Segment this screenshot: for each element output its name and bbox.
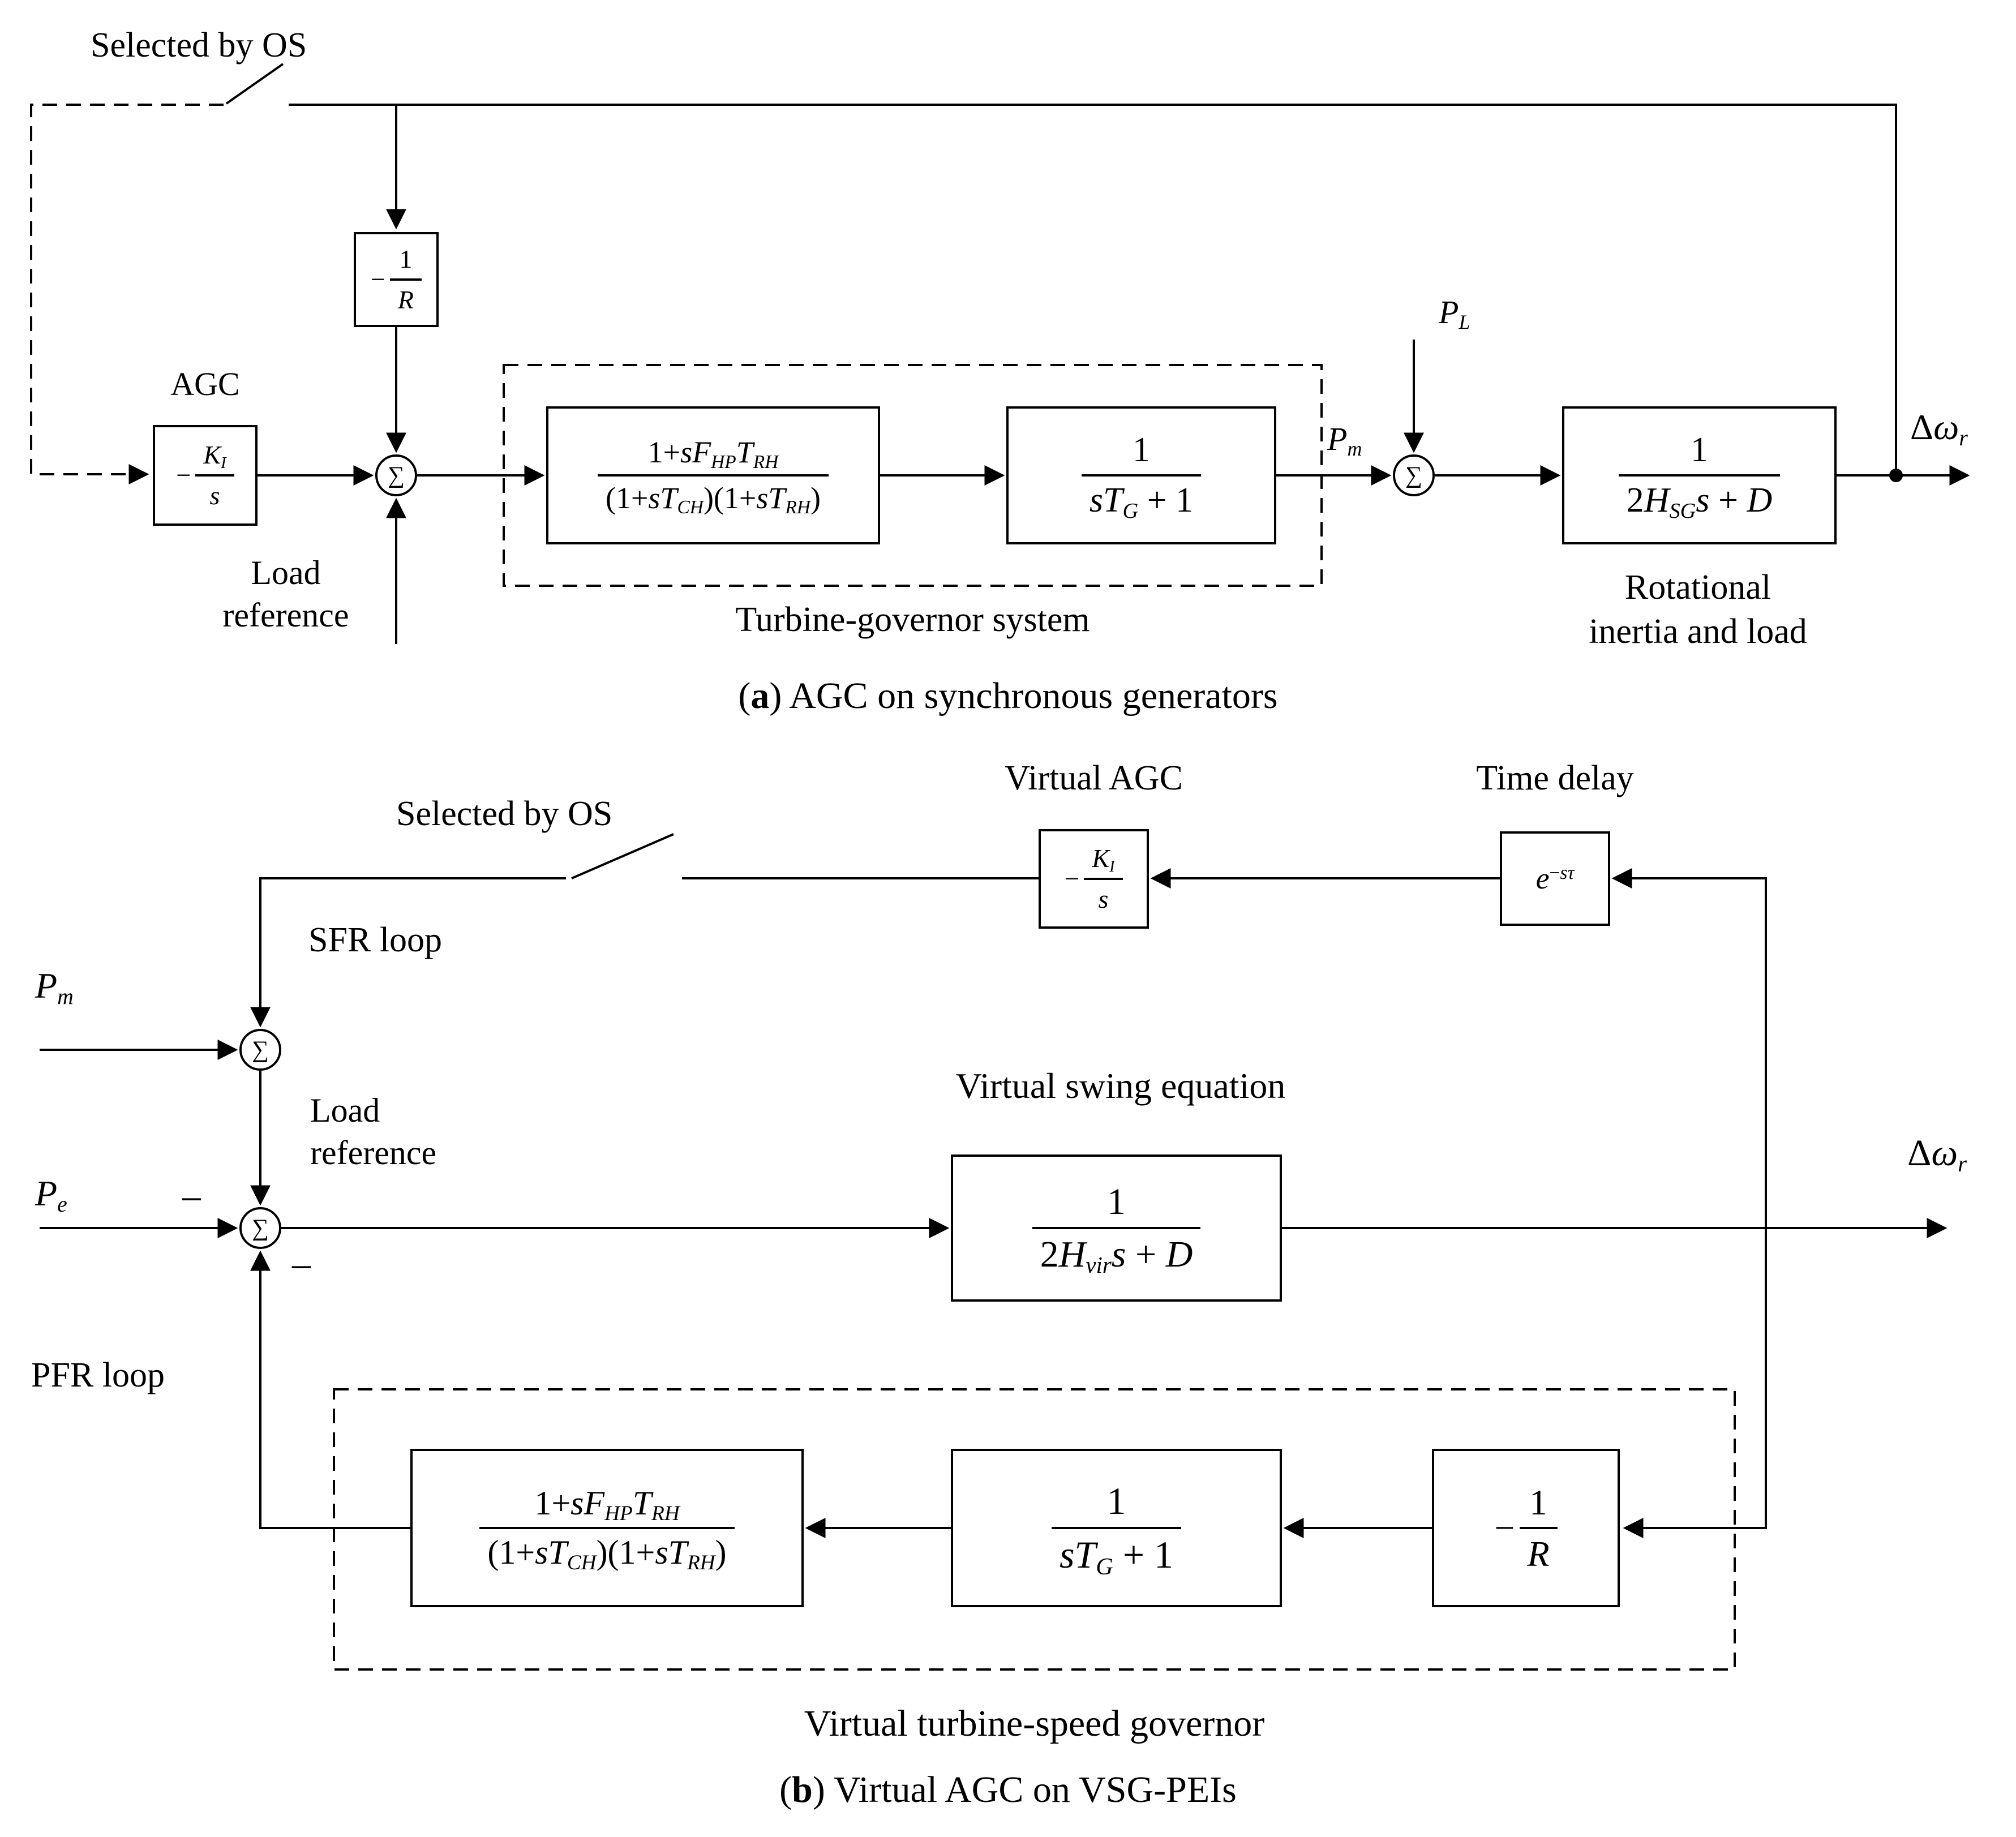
minus-sign: − xyxy=(1494,1508,1515,1548)
wire-feedback-to-droop-b xyxy=(1623,1228,1767,1538)
time-delay-title-b: Time delay xyxy=(1476,759,1634,797)
wire-feedback-to-delay-b xyxy=(1611,868,1767,1228)
junction-dot-a xyxy=(1889,469,1903,482)
agc-integrator-block-a: − KI s xyxy=(153,425,258,526)
pfr-loop-label-b: PFR loop xyxy=(31,1356,165,1394)
minus-sign-pe-b: − xyxy=(180,1177,203,1222)
load-reference-label-b: Load reference xyxy=(310,1092,437,1171)
caption-b: (b) Virtual AGC on VSG-PEIs xyxy=(779,1769,1237,1810)
load-reference-label-a: Load reference xyxy=(222,554,349,634)
wire-turbine-to-sum2-b xyxy=(250,1250,410,1529)
minus-sign-pfr-b: − xyxy=(290,1244,313,1290)
virtual-swing-title-b: Virtual swing equation xyxy=(955,1066,1286,1106)
virtual-governor-caption-b: Virtual turbine-speed governor xyxy=(804,1703,1265,1744)
switch-blade-a-icon xyxy=(225,63,284,105)
selected-by-os-label-a: Selected by OS xyxy=(91,26,307,65)
virtual-agc-block-b: − KI s xyxy=(1039,829,1149,929)
turbine-transfer-block-b: 1+sFHPTRH (1+sTCH)(1+sTRH) xyxy=(410,1449,804,1607)
virtual-agc-title-b: Virtual AGC xyxy=(1005,759,1183,797)
fraction: KI s xyxy=(1084,844,1123,915)
caption-a: (a) AGC on synchronous generators xyxy=(738,675,1278,716)
droop-block-a: − 1 R xyxy=(354,232,439,327)
wire-agc-input-dashed-a xyxy=(30,104,224,484)
minus-sign: − xyxy=(1065,864,1080,893)
governor-transfer-block-a: 1 sTG + 1 xyxy=(1006,406,1276,544)
delay-formula: e−sτ xyxy=(1535,861,1575,896)
sum-junction-a2: ∑ xyxy=(1393,454,1435,496)
fraction: 1 sTG + 1 xyxy=(1081,431,1202,522)
turbine-governor-caption-a: Turbine-governor system xyxy=(735,600,1090,639)
inertia-block-a: 1 2HSGs + D xyxy=(1562,406,1837,544)
time-delay-block-b: e−sτ xyxy=(1500,831,1610,926)
agc-title-a: AGC xyxy=(170,366,240,402)
delta-omega-label-a: Δωr xyxy=(1910,407,1968,451)
pe-label-b: Pe xyxy=(35,1173,67,1217)
virtual-governor-box-b xyxy=(333,1388,1736,1671)
fraction: 1 R xyxy=(389,244,422,315)
fraction: 1 2Hvirs + D xyxy=(1032,1181,1201,1277)
sigma-symbol: ∑ xyxy=(1405,462,1422,488)
pm-label-a: Pm xyxy=(1327,420,1362,461)
turbine-transfer-block-a: 1+sFHPTRH (1+sTCH)(1+sTRH) xyxy=(546,406,880,544)
minus-sign: − xyxy=(370,264,385,294)
fraction: 1 R xyxy=(1519,1482,1558,1574)
virtual-swing-block-b: 1 2Hvirs + D xyxy=(951,1154,1282,1302)
sigma-symbol: ∑ xyxy=(388,462,405,488)
switch-blade-b-icon xyxy=(571,833,674,879)
wire-switch-to-sum1-b xyxy=(250,877,566,1028)
inertia-caption-a: Rotational inertia and load xyxy=(1589,568,1807,651)
selected-by-os-label-b: Selected by OS xyxy=(396,795,613,833)
minus-sign: − xyxy=(176,460,191,490)
droop-block-b: − 1 R xyxy=(1432,1449,1620,1607)
sfr-loop-label-b: SFR loop xyxy=(308,921,443,959)
sum-junction-b1: ∑ xyxy=(239,1029,281,1071)
sigma-symbol: ∑ xyxy=(252,1037,269,1063)
sum-junction-a1: ∑ xyxy=(375,454,417,496)
fraction: KI s xyxy=(195,440,234,511)
pm-label-b: Pm xyxy=(35,965,74,1010)
delta-omega-label-b: Δωr xyxy=(1907,1132,1967,1177)
wire-feedback-top-a xyxy=(289,104,1897,475)
fraction: 1 sTG + 1 xyxy=(1051,1480,1182,1579)
fraction: 1 2HSGs + D xyxy=(1618,431,1781,522)
sum-junction-b2: ∑ xyxy=(239,1207,281,1249)
sigma-symbol: ∑ xyxy=(252,1215,269,1241)
governor-transfer-block-b: 1 sTG + 1 xyxy=(951,1449,1282,1607)
pl-label-a: PL xyxy=(1439,294,1470,334)
fraction: 1+sFHPTRH (1+sTCH)(1+sTRH) xyxy=(597,435,829,517)
fraction: 1+sFHPTRH (1+sTCH)(1+sTRH) xyxy=(479,1484,735,1574)
